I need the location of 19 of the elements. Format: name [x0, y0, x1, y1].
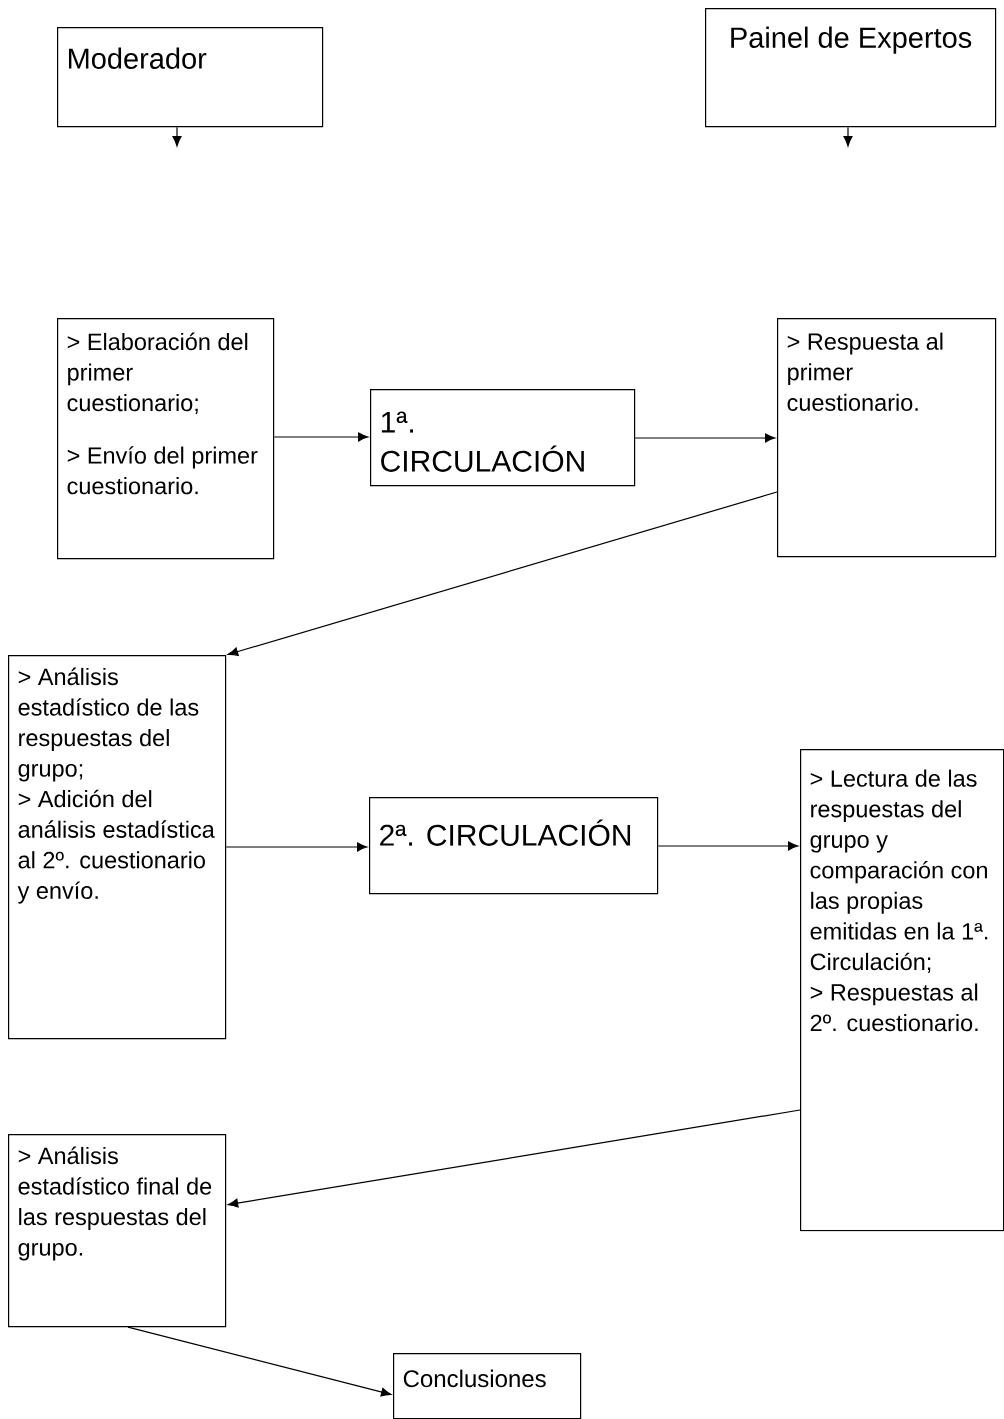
process-box: 1ª. CIRCULACIÓN — [370, 389, 636, 487]
arrow — [657, 841, 799, 851]
process-box: > Lectura de las respuestas del grupo y comparación con las propias emitidas en la 1ª. Circulación; > Respuestas al 2º. cuestionario. — [800, 749, 1004, 1232]
arrow — [172, 126, 182, 147]
arrow — [843, 126, 853, 147]
process-box: Painel de Expertos — [705, 8, 997, 128]
arrow — [227, 491, 778, 657]
arrow — [273, 432, 369, 442]
process-box: Moderador — [57, 27, 324, 128]
arrow — [225, 842, 368, 852]
arrow — [634, 433, 776, 443]
arrow — [127, 1326, 392, 1397]
process-box: > Elaboración del primer cuestionario; > Envío del primer cuestionario. — [57, 318, 275, 560]
process-box: 2ª. CIRCULACIÓN — [369, 797, 659, 895]
process-box: > Análisis estadístico de las respuestas del grupo; > Adición del análisis estadística al 2º. cuestionario y envío. — [8, 655, 227, 1040]
process-box: Conclusiones — [393, 1353, 582, 1419]
process-box: > Análisis estadístico final de las respuestas del grupo. — [8, 1134, 227, 1328]
arrow — [227, 1109, 801, 1208]
process-box: > Respuesta al primer cuestionario. — [777, 318, 997, 558]
